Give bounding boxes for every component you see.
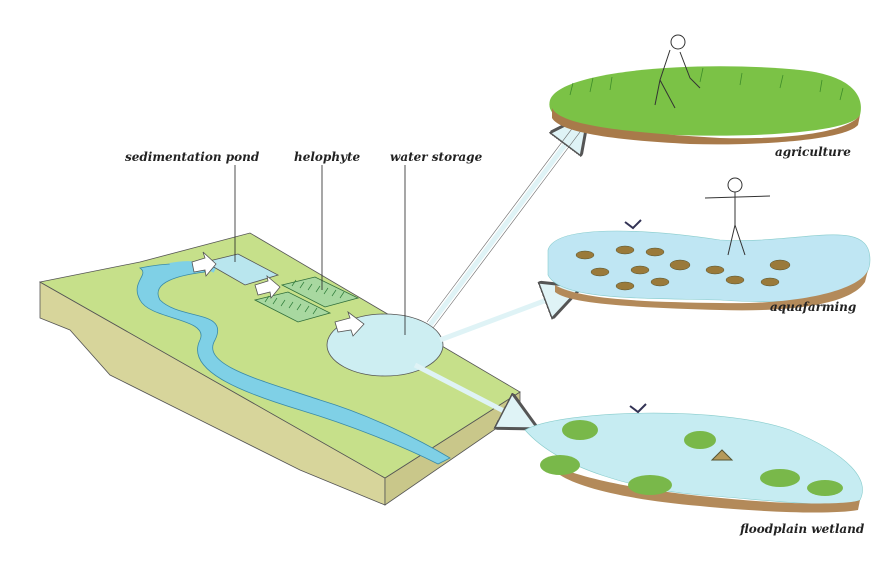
- arrow-to-wetland: [413, 362, 525, 422]
- label-water-storage: water storage: [390, 150, 483, 164]
- floodplain-wetland-island: [524, 403, 863, 513]
- label-sedimentation-pond: sedimentation pond: [125, 150, 260, 164]
- helophyte-bed-2: [253, 291, 332, 323]
- bird-icon: [624, 219, 642, 230]
- label-helophyte: helophyte: [294, 150, 361, 164]
- flow-arrow-to-helophyte: [254, 274, 281, 299]
- sedimentation-pond: [203, 253, 280, 286]
- label-aquafarming: aquafarming: [770, 300, 857, 314]
- flow-arrow-to-pond: [191, 251, 217, 277]
- river: [136, 263, 451, 465]
- hut-icon: [710, 449, 734, 461]
- arrow-to-agriculture: [428, 125, 580, 327]
- fisher-figure-icon: [704, 192, 771, 256]
- block-top-face: [38, 232, 521, 479]
- aquafarming-island: [547, 177, 871, 311]
- helophyte-bed-1: [280, 276, 360, 308]
- farmer-figure-icon: [654, 49, 701, 109]
- farmer-head-icon: [670, 34, 686, 50]
- arrow-to-aquafarming: [439, 292, 568, 343]
- fisher-head-icon: [727, 177, 743, 193]
- wetland-bird-icon: [629, 403, 647, 414]
- agriculture-island: [549, 34, 861, 145]
- label-agriculture: agriculture: [775, 145, 851, 159]
- label-floodplain-wetland: floodplain wetland: [740, 522, 865, 536]
- flow-arrow-to-storage: [334, 310, 365, 337]
